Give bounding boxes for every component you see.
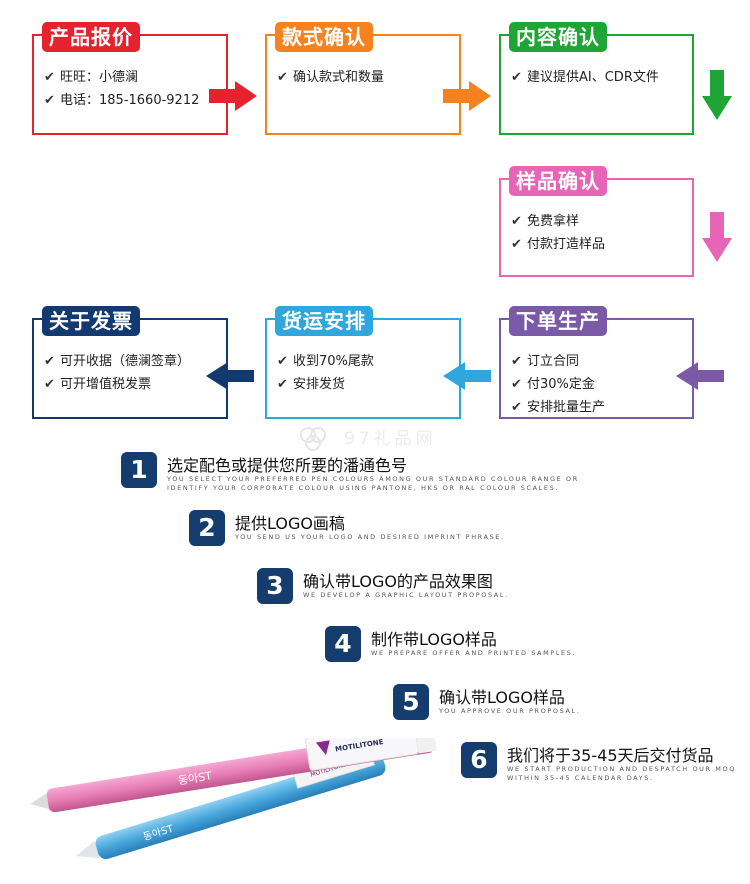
step-number: 4 [325, 626, 361, 662]
step-title: 制作带LOGO样品 [371, 630, 497, 649]
shipping-title: 货运安排 [275, 306, 373, 336]
list-item: ✔免费拿样 [511, 210, 605, 233]
production-box: 下单生产 ✔订立合同 ✔付30%定金 ✔安排批量生产 [499, 306, 694, 419]
step-number: 3 [257, 568, 293, 604]
watermark-text: 97礼品网 [344, 429, 437, 449]
sample-title: 样品确认 [509, 166, 607, 196]
step-title: 确认带LOGO样品 [439, 688, 565, 707]
step-3: 3 确认带LOGO的产品效果图 WE DEVELOP A GRAPHIC LAY… [257, 568, 557, 608]
step-subtitle: YOU APPROVE OUR PROPOSAL. [439, 707, 581, 715]
invoice-title: 关于发票 [42, 306, 140, 336]
step-number: 2 [189, 510, 225, 546]
style-title: 款式确认 [275, 22, 373, 52]
arrow-down-icon [702, 70, 732, 120]
list-item: ✔安排发货 [277, 373, 374, 396]
step-subtitle: WE PREPARE OFFER AND PRINTED SAMPLES. [371, 649, 577, 657]
arrow-right-icon [443, 81, 491, 111]
step-6: 6 我们将于35-45天后交付货品 WE START PRODUCTION AN… [461, 742, 746, 784]
step-subtitle: YOU SEND US YOUR LOGO AND DESIRED IMPRIN… [235, 533, 505, 541]
check-icon: ✔ [277, 354, 288, 369]
list-item: ✔安排批量生产 [511, 396, 605, 419]
quote-title: 产品报价 [42, 22, 140, 52]
arrow-left-icon [676, 362, 724, 390]
check-icon: ✔ [44, 70, 55, 85]
pen-brand-pink: 동아ST [177, 769, 213, 787]
check-icon: ✔ [511, 70, 522, 85]
arrow-down-icon [702, 212, 732, 262]
check-icon: ✔ [511, 214, 522, 229]
step-subtitle: WE DEVELOP A GRAPHIC LAYOUT PROPOSAL. [303, 591, 509, 599]
list-item: ✔可开收据（德澜签章） [44, 350, 190, 373]
content-title: 内容确认 [509, 22, 607, 52]
shipping-box: 货运安排 ✔收到70%尾款 ✔安排发货 [265, 306, 461, 419]
style-box: 款式确认 ✔确认款式和数量 [265, 22, 461, 135]
check-icon: ✔ [44, 93, 55, 108]
step-number: 1 [121, 452, 157, 488]
step-title: 我们将于35-45天后交付货品 [507, 746, 714, 765]
check-icon: ✔ [511, 354, 522, 369]
arrow-left-icon [206, 362, 254, 390]
check-icon: ✔ [511, 237, 522, 252]
step-title: 选定配色或提供您所要的潘通色号 [167, 456, 408, 475]
step-subtitle: WE START PRODUCTION AND DESPATCH OUR MOQ… [507, 765, 736, 782]
check-icon: ✔ [277, 377, 288, 392]
step-1: 1 选定配色或提供您所要的潘通色号 YOU SELECT YOUR PREFER… [121, 452, 577, 494]
list-item: ✔付30%定金 [511, 373, 605, 396]
list-item: ✔可开增值税发票 [44, 373, 190, 396]
step-5: 5 确认带LOGO样品 YOU APPROVE OUR PROPOSAL. [393, 684, 693, 724]
step-title: 确认带LOGO的产品效果图 [303, 572, 493, 591]
pink-pen: MOTILITONE 동아ST [30, 738, 437, 813]
production-title: 下单生产 [509, 306, 607, 336]
step-number: 5 [393, 684, 429, 720]
list-item: ✔确认款式和数量 [277, 66, 384, 89]
check-icon: ✔ [511, 377, 522, 392]
list-item: ✔付款打造样品 [511, 233, 605, 256]
sample-box: 样品确认 ✔免费拿样 ✔付款打造样品 [499, 166, 694, 277]
step-number: 6 [461, 742, 497, 778]
invoice-box: 关于发票 ✔可开收据（德澜签章） ✔可开增值税发票 [32, 306, 228, 419]
check-icon: ✔ [44, 377, 55, 392]
quote-box: 产品报价 ✔旺旺：小德澜 ✔电话：185-1660-9212 [32, 22, 228, 135]
arrow-left-icon [443, 362, 491, 390]
check-icon: ✔ [277, 70, 288, 85]
content-box: 内容确认 ✔建议提供AI、CDR文件 [499, 22, 694, 135]
step-2: 2 提供LOGO画稿 YOU SEND US YOUR LOGO AND DES… [189, 510, 519, 550]
list-item: ✔建议提供AI、CDR文件 [511, 66, 659, 89]
pens-illustration: MOTILITONE 동아ST MOTILITONE 동아ST [30, 738, 437, 860]
list-item: ✔订立合同 [511, 350, 605, 373]
step-subtitle: YOU SELECT YOUR PREFERRED PEN COLOURS AM… [167, 475, 579, 492]
list-item: ✔电话：185-1660-9212 [44, 89, 199, 112]
check-icon: ✔ [44, 354, 55, 369]
list-item: ✔旺旺：小德澜 [44, 66, 199, 89]
step-4: 4 制作带LOGO样品 WE PREPARE OFFER AND PRINTED… [325, 626, 625, 666]
check-icon: ✔ [511, 400, 522, 415]
arrow-right-icon [209, 81, 257, 111]
list-item: ✔收到70%尾款 [277, 350, 374, 373]
step-title: 提供LOGO画稿 [235, 514, 345, 533]
watermark-logo-icon [300, 427, 326, 451]
